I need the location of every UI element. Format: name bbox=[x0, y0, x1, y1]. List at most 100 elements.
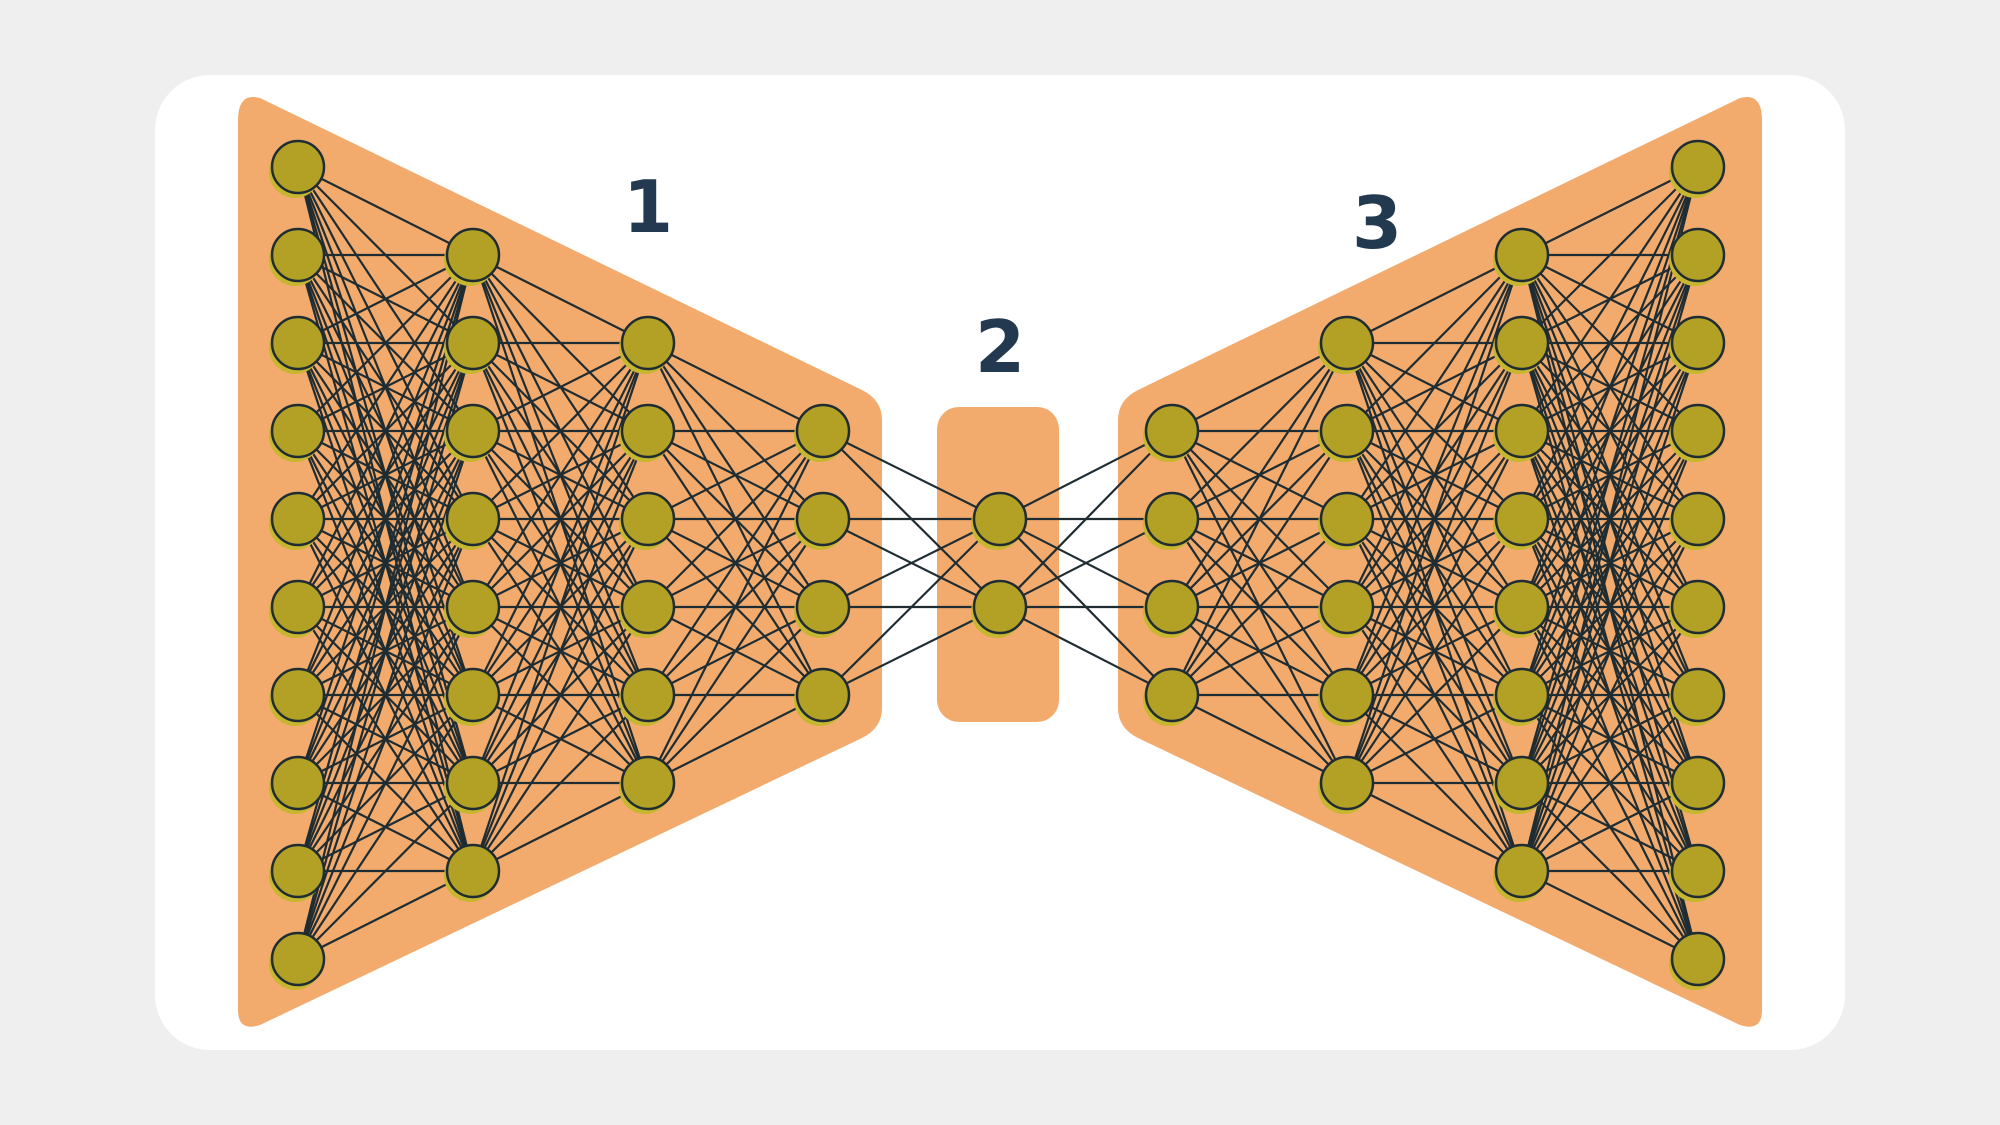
neuron-8-0 bbox=[1669, 139, 1726, 198]
neuron-5-3 bbox=[1143, 667, 1200, 726]
neuron-0-2 bbox=[269, 315, 326, 374]
connection-0-7-0 bbox=[296, 254, 475, 784]
connection-0-8-0 bbox=[296, 254, 475, 872]
neuron-8-5 bbox=[1669, 579, 1726, 638]
connection-7-7-2 bbox=[1520, 342, 1700, 872]
neuron-2-1 bbox=[619, 403, 676, 462]
neurons bbox=[269, 139, 1726, 990]
connection-2-4-0 bbox=[647, 430, 824, 696]
connection-6-5-5 bbox=[1346, 694, 1523, 784]
connection-5-3-2 bbox=[1171, 518, 1348, 696]
neuron-4-1 bbox=[971, 579, 1028, 638]
connection-0-9-4 bbox=[297, 606, 474, 960]
neuron-1-4 bbox=[444, 579, 501, 638]
neuron-6-0 bbox=[1318, 315, 1375, 374]
connection-6-5-1 bbox=[1345, 342, 1524, 784]
connection-6-3-0 bbox=[1346, 254, 1523, 608]
connection-2-5-0 bbox=[647, 430, 824, 784]
connection-6-1-0 bbox=[1346, 254, 1523, 432]
connection-0-9-3 bbox=[296, 518, 475, 960]
connection-5-3-5 bbox=[1171, 694, 1348, 784]
neuron-7-1 bbox=[1493, 315, 1550, 374]
connection-0-9-1 bbox=[296, 342, 475, 960]
neuron-7-3 bbox=[1493, 491, 1550, 550]
neuron-1-2 bbox=[444, 403, 501, 462]
connection-1-7-3 bbox=[472, 606, 649, 872]
neuron-1-3 bbox=[444, 491, 501, 550]
neuron-8-7 bbox=[1669, 755, 1726, 814]
connection-4-1-3 bbox=[999, 606, 1173, 696]
neuron-3-1 bbox=[794, 491, 851, 550]
connection-0-0-0 bbox=[297, 166, 474, 256]
connection-0-5-0 bbox=[297, 254, 474, 608]
connection-1-7-2 bbox=[472, 518, 649, 872]
connection-7-7-0 bbox=[1520, 166, 1700, 872]
neuron-2-5 bbox=[619, 755, 676, 814]
neuron-8-9 bbox=[1669, 931, 1726, 990]
connection-7-7-4 bbox=[1521, 518, 1699, 872]
neuron-0-5 bbox=[269, 579, 326, 638]
connection-0-3-0 bbox=[297, 254, 474, 432]
connection-1-6-0 bbox=[471, 342, 650, 784]
connection-2-0-0 bbox=[647, 342, 824, 432]
connection-4-1-1 bbox=[999, 518, 1173, 608]
connection-5-3-3 bbox=[1171, 606, 1348, 696]
connection-6-5-2 bbox=[1346, 430, 1523, 784]
connection-1-0-0 bbox=[472, 254, 649, 344]
connection-5-1-0 bbox=[1171, 342, 1348, 520]
neuron-7-5 bbox=[1493, 667, 1550, 726]
neuron-7-2 bbox=[1493, 403, 1550, 462]
connection-5-3-1 bbox=[1171, 430, 1348, 696]
connection-1-7-1 bbox=[471, 430, 650, 872]
connection-0-6-0 bbox=[296, 254, 475, 696]
connection-6-4-0 bbox=[1345, 254, 1524, 696]
neuron-3-3 bbox=[794, 667, 851, 726]
neuron-0-9 bbox=[269, 931, 326, 990]
connection-6-5-3 bbox=[1346, 518, 1523, 784]
neuron-2-4 bbox=[619, 667, 676, 726]
neuron-2-2 bbox=[619, 491, 676, 550]
connection-7-7-9 bbox=[1521, 870, 1699, 960]
neuron-4-0 bbox=[971, 491, 1028, 550]
connection-2-5-2 bbox=[647, 606, 824, 784]
connection-0-9-0 bbox=[296, 254, 475, 960]
neuron-6-1 bbox=[1318, 403, 1375, 462]
connection-0-9-5 bbox=[297, 694, 474, 960]
connection-6-5-7 bbox=[1346, 782, 1523, 872]
connection-3-3-1 bbox=[822, 606, 1001, 696]
bottleneck-label: 2 bbox=[975, 305, 1025, 389]
connection-7-0-0 bbox=[1521, 166, 1699, 256]
neuron-6-4 bbox=[1318, 667, 1375, 726]
connection-3-0-0 bbox=[822, 430, 1001, 520]
neuron-0-4 bbox=[269, 491, 326, 550]
connection-2-5-1 bbox=[647, 518, 824, 784]
connection-7-7-6 bbox=[1521, 694, 1699, 872]
connection-6-2-0 bbox=[1346, 254, 1523, 520]
bottleneck-block bbox=[937, 407, 1059, 722]
neuron-1-7 bbox=[444, 843, 501, 902]
connections bbox=[296, 166, 1700, 960]
neuron-0-6 bbox=[269, 667, 326, 726]
connection-6-0-0 bbox=[1346, 254, 1523, 344]
connection-2-2-0 bbox=[647, 430, 824, 520]
connection-5-2-0 bbox=[1171, 342, 1348, 608]
connection-5-0-0 bbox=[1171, 342, 1348, 432]
connection-5-3-0 bbox=[1171, 342, 1348, 696]
connection-1-7-4 bbox=[472, 694, 649, 872]
connection-7-7-1 bbox=[1520, 254, 1700, 872]
neuron-1-5 bbox=[444, 667, 501, 726]
decoder-label: 3 bbox=[1352, 181, 1402, 265]
connection-1-2-0 bbox=[472, 342, 649, 432]
connection-1-7-5 bbox=[472, 782, 649, 872]
neuron-2-3 bbox=[619, 579, 676, 638]
connection-1-3-0 bbox=[472, 342, 649, 520]
connection-7-4-0 bbox=[1520, 166, 1700, 608]
connection-2-3-0 bbox=[647, 430, 824, 608]
connection-2-5-3 bbox=[647, 694, 824, 784]
connection-7-3-0 bbox=[1521, 166, 1699, 520]
connection-7-5-0 bbox=[1520, 166, 1700, 696]
connection-7-2-0 bbox=[1521, 166, 1699, 432]
neuron-5-1 bbox=[1143, 491, 1200, 550]
connection-7-7-5 bbox=[1521, 606, 1699, 872]
